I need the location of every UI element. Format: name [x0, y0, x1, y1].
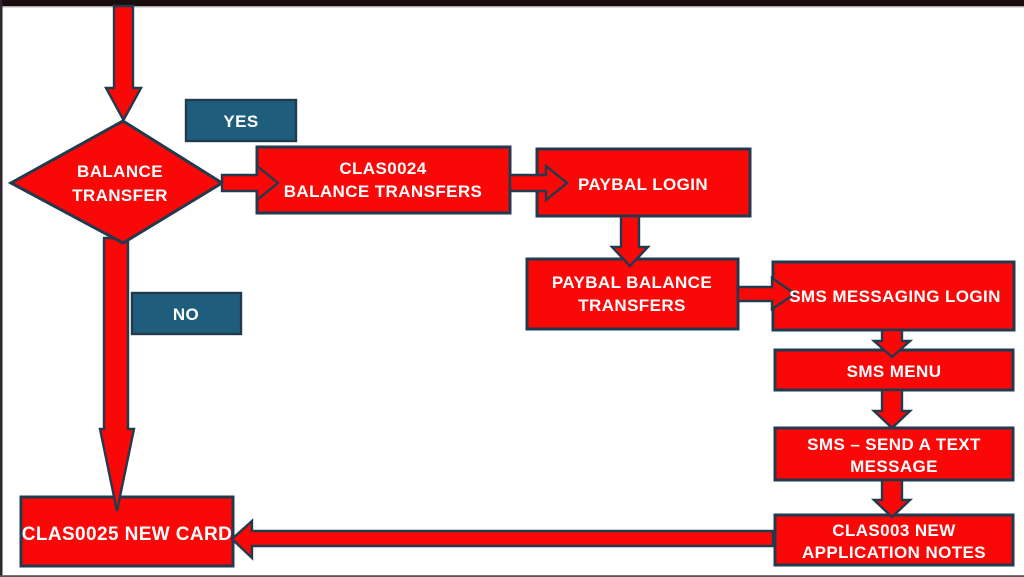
yes-label-box [184, 98, 298, 143]
arrow-sms-menu-to-sms-send [870, 388, 914, 430]
clas003-label-line2: APPLICATION NOTES [802, 543, 986, 562]
arrow-clas0024-to-paybal-login [508, 163, 569, 203]
sms-send-label-line2: MESSAGE [850, 457, 938, 476]
sms-send-label-line1: SMS – SEND A TEXT [807, 435, 981, 454]
arrow-no-branch-down [98, 236, 136, 512]
yes-label: YES [223, 112, 258, 131]
decision-label-line1: BALANCE [77, 162, 163, 181]
clas0025-label: CLAS0025 NEW CARD [22, 524, 233, 545]
paybal-balance-label-line2: TRANSFERS [578, 296, 686, 315]
arrow-start-down [103, 4, 144, 123]
clas0024-label-line2: BALANCE TRANSFERS [284, 182, 483, 201]
sms-menu-label: SMS MENU [847, 362, 942, 381]
decision-label-line2: TRANSFER [72, 186, 168, 205]
frame-bottom-edge [0, 575, 1024, 577]
clas0024-label-line1: CLAS0024 [339, 159, 426, 178]
node-sms-messaging-login [771, 260, 1016, 332]
node-paybal-balance-transfers [525, 257, 740, 331]
no-label-box [130, 291, 243, 336]
decision-diamond-balance-transfer [7, 119, 225, 245]
paybal-login-label: PAYBAL LOGIN [578, 175, 708, 194]
arrow-clas003-to-clas0025 [230, 518, 775, 561]
arrow-paybal-balance-to-sms-login [736, 275, 798, 312]
paybal-balance-label-line1: PAYBAL BALANCE [552, 273, 712, 292]
arrow-paybal-login-down [609, 214, 651, 268]
frame-left-edge [0, 0, 3, 577]
node-clas0025-new-card [19, 495, 235, 568]
node-clas0024-balance-transfers [255, 145, 512, 215]
no-label: NO [173, 305, 199, 324]
arrow-yes-branch-right [220, 163, 280, 203]
arrow-sms-login-to-sms-menu [870, 328, 914, 359]
arrow-sms-send-to-clas003 [870, 478, 914, 519]
sms-messaging-login-label: SMS MESSAGING LOGIN [789, 287, 1001, 306]
frame-top-underline [0, 6, 1024, 8]
frame-top-bar [0, 0, 1024, 6]
clas003-label-line1: CLAS003 NEW [832, 521, 956, 540]
node-paybal-login [535, 147, 752, 218]
